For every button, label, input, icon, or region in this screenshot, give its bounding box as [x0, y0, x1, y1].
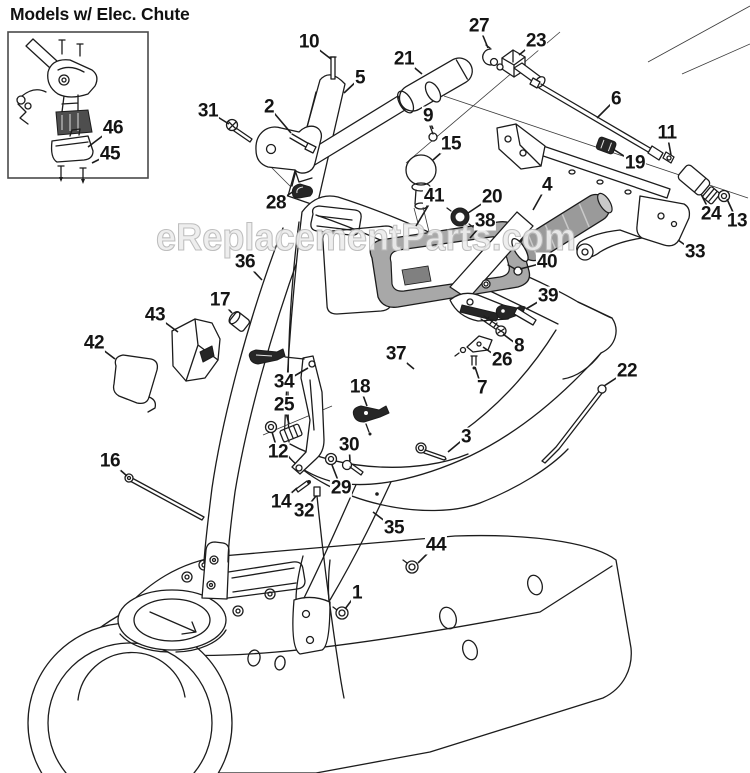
right-mount-plate — [292, 596, 331, 655]
callout-19[interactable]: 19 — [623, 152, 647, 174]
callout-25[interactable]: 25 — [272, 394, 296, 416]
rod-22 — [541, 384, 607, 464]
bracket-33 — [576, 195, 691, 261]
watermark-text: eReplacementParts.com — [156, 217, 576, 259]
lower-bar — [501, 132, 671, 199]
callout-17[interactable]: 17 — [208, 289, 232, 311]
washer-29 — [324, 452, 338, 466]
callout-3[interactable]: 3 — [459, 426, 473, 448]
callout-9[interactable]: 9 — [421, 105, 435, 127]
callout-18[interactable]: 18 — [348, 376, 372, 398]
callout-38[interactable]: 38 — [473, 210, 497, 232]
callout-4[interactable]: 4 — [540, 174, 554, 196]
callout-32[interactable]: 32 — [292, 500, 316, 522]
chute-crank-bracket — [225, 118, 323, 199]
bolt-44 — [402, 559, 419, 574]
lever-34 — [291, 355, 325, 475]
bracket-2 — [255, 125, 323, 174]
callout-5[interactable]: 5 — [353, 67, 367, 89]
cylinder-24 — [677, 164, 711, 196]
callout-16[interactable]: 16 — [98, 450, 122, 472]
callout-13[interactable]: 13 — [725, 210, 749, 232]
bolt-31 — [225, 118, 253, 143]
bolt-9 — [428, 125, 438, 142]
callout-46[interactable]: 46 — [101, 117, 125, 139]
bolt-3 — [415, 442, 447, 461]
cable-6 — [538, 83, 658, 157]
screws-45 — [57, 165, 87, 184]
callout-15[interactable]: 15 — [439, 133, 463, 155]
levers-hardware — [248, 348, 390, 699]
diagram-title: Models w/ Elec. Chute — [10, 4, 190, 24]
lever-grip-top — [248, 348, 286, 365]
callout-1[interactable]: 1 — [350, 582, 364, 604]
callout-14[interactable]: 14 — [269, 491, 293, 513]
callout-23[interactable]: 23 — [524, 30, 548, 52]
chute-motor-cover-46 — [50, 128, 94, 163]
callout-33[interactable]: 33 — [683, 241, 707, 263]
callout-37[interactable]: 37 — [384, 343, 408, 365]
right-handlebar — [446, 192, 613, 370]
callout-36[interactable]: 36 — [233, 251, 257, 273]
callout-24[interactable]: 24 — [699, 203, 723, 225]
grip-21 — [396, 57, 473, 114]
grommet-20 — [446, 207, 474, 228]
callout-39[interactable]: 39 — [536, 285, 560, 307]
bushing-13 — [717, 189, 731, 203]
cable-32 — [313, 486, 345, 699]
callout-34[interactable]: 34 — [272, 371, 296, 393]
callout-20[interactable]: 20 — [480, 186, 504, 208]
bolt-30 — [341, 459, 364, 476]
pivot-nut — [481, 279, 491, 289]
callout-7[interactable]: 7 — [475, 377, 489, 399]
callout-35[interactable]: 35 — [382, 517, 406, 539]
nut-12 — [264, 420, 278, 434]
pin-7 — [470, 355, 478, 370]
lever-18 — [352, 405, 390, 436]
callout-40[interactable]: 40 — [535, 251, 559, 273]
callout-31[interactable]: 31 — [196, 100, 220, 122]
callout-27[interactable]: 27 — [467, 15, 491, 37]
inset-diagram — [7, 31, 149, 184]
plug-17 — [228, 310, 251, 332]
callout-30[interactable]: 30 — [337, 434, 361, 456]
auger-housing — [27, 534, 632, 773]
bolt-1 — [332, 606, 349, 620]
callout-6[interactable]: 6 — [609, 88, 623, 110]
grip-4 — [519, 192, 613, 262]
callout-43[interactable]: 43 — [143, 304, 167, 326]
callout-42[interactable]: 42 — [82, 332, 106, 354]
chute-arrow — [149, 611, 197, 635]
callout-10[interactable]: 10 — [297, 31, 321, 53]
block-23 — [489, 49, 546, 88]
callout-2[interactable]: 2 — [262, 96, 276, 118]
callout-26[interactable]: 26 — [490, 349, 514, 371]
callout-41[interactable]: 41 — [422, 185, 446, 207]
callout-8[interactable]: 8 — [512, 335, 526, 357]
knob-15 — [405, 154, 437, 243]
cable-hook-28 — [291, 183, 313, 199]
callout-44[interactable]: 44 — [424, 534, 448, 556]
callout-21[interactable]: 21 — [392, 48, 416, 70]
clip-19 — [595, 136, 617, 155]
pin-10 — [329, 56, 337, 80]
pin-14 — [295, 480, 311, 493]
callout-29[interactable]: 29 — [329, 477, 353, 499]
callout-12[interactable]: 12 — [266, 441, 290, 463]
callout-28[interactable]: 28 — [264, 192, 288, 214]
spring-25 — [279, 423, 303, 443]
cover-43 — [171, 318, 221, 382]
callout-22[interactable]: 22 — [615, 360, 639, 382]
panel-skirt — [283, 448, 569, 512]
lever-39 — [495, 304, 537, 326]
ferrule-11 — [662, 151, 675, 164]
callout-11[interactable]: 11 — [656, 122, 678, 144]
clamp-collar — [424, 81, 442, 103]
front-holes — [247, 574, 543, 671]
callout-45[interactable]: 45 — [98, 143, 122, 165]
